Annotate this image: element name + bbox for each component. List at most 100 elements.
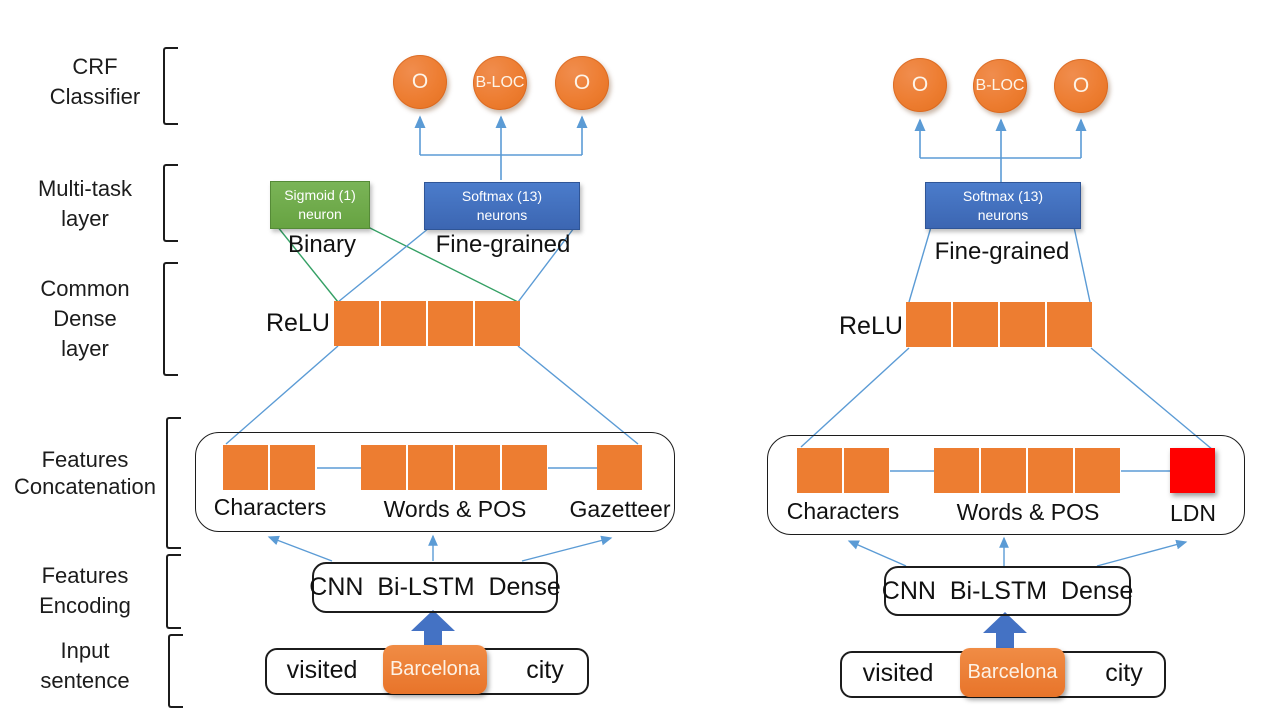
crf-output-circle: O bbox=[893, 58, 947, 112]
feature-cell bbox=[334, 301, 379, 346]
label-line: Concatenation bbox=[14, 474, 156, 499]
feature-cell bbox=[934, 448, 979, 493]
right-softmax-links bbox=[800, 226, 1214, 567]
fine-grained-task-label: Fine-grained bbox=[435, 231, 571, 258]
label-line: CRF bbox=[72, 54, 118, 79]
label-line: Features bbox=[41, 563, 129, 588]
encoder-box: CNN Bi-LSTM Dense bbox=[882, 566, 1133, 616]
bracket-input-sentence bbox=[168, 634, 183, 708]
feature-cell bbox=[381, 301, 426, 346]
box-line: neurons bbox=[476, 207, 528, 223]
feature-cell bbox=[953, 302, 998, 347]
feature-cell bbox=[408, 445, 453, 490]
relu-cell-row bbox=[334, 301, 520, 346]
feature-cell bbox=[223, 445, 268, 490]
binary-task-label: Binary bbox=[287, 231, 357, 258]
right-crf-connectors bbox=[914, 118, 1087, 182]
layer-label-multi-task: Multi-task layer bbox=[5, 174, 165, 234]
label-line: layer bbox=[61, 206, 109, 231]
crf-tag: O bbox=[411, 70, 429, 93]
bracket-crf bbox=[163, 47, 178, 125]
layer-label-common-dense: Common Dense layer bbox=[5, 274, 165, 364]
highlighted-word: Barcelona bbox=[383, 645, 487, 694]
encoder-box: CNN Bi-LSTM Dense bbox=[309, 562, 561, 613]
crf-tag: O bbox=[573, 71, 591, 94]
crf-output-circle: B-LOC bbox=[973, 59, 1027, 113]
left-crf-connectors bbox=[414, 115, 588, 180]
left-input-block-arrow bbox=[411, 610, 455, 649]
layer-label-crf-classifier: CRF Classifier bbox=[15, 52, 175, 112]
left-softmax-links bbox=[225, 227, 639, 562]
feature-cell bbox=[1000, 302, 1045, 347]
feature-cell bbox=[1075, 448, 1120, 493]
box-line: neuron bbox=[298, 206, 342, 222]
feature-cell bbox=[597, 445, 642, 490]
right-input-block-arrow bbox=[983, 612, 1027, 651]
feature-cell bbox=[270, 445, 315, 490]
crf-output-circle: B-LOC bbox=[473, 56, 527, 110]
label-line: layer bbox=[61, 336, 109, 361]
features-concat-box bbox=[767, 435, 1245, 535]
layer-label-features-encoding: Features Encoding bbox=[5, 561, 165, 621]
bracket-features-concatenation bbox=[166, 417, 181, 549]
relu-label: ReLU bbox=[839, 312, 903, 340]
relu-cell-row bbox=[906, 302, 1092, 347]
box-line: Softmax (13) bbox=[461, 188, 543, 204]
crf-output-circle: O bbox=[393, 55, 447, 109]
crf-tag: O bbox=[1072, 74, 1090, 97]
bracket-multi-task bbox=[163, 164, 178, 242]
characters-cells bbox=[223, 445, 315, 490]
crf-output-circle: O bbox=[1054, 59, 1108, 113]
label-line: Encoding bbox=[39, 593, 131, 618]
characters-label: Characters bbox=[213, 494, 327, 520]
left-sigmoid-links bbox=[276, 225, 519, 303]
gazetteer-label: Gazetteer bbox=[569, 496, 671, 522]
feature-cell bbox=[906, 302, 951, 347]
ldn-label: LDN bbox=[1169, 500, 1216, 526]
feature-cell bbox=[1047, 302, 1092, 347]
label-line: Common bbox=[40, 276, 130, 301]
layer-label-features-concatenation: Features Concatenation bbox=[5, 446, 165, 500]
relu-label: ReLU bbox=[266, 309, 330, 337]
words-pos-cells bbox=[361, 445, 547, 490]
crf-output-circle: O bbox=[555, 56, 609, 110]
feature-cell bbox=[1028, 448, 1073, 493]
words-pos-label: Words & POS bbox=[383, 496, 527, 522]
crf-tag: B-LOC bbox=[475, 74, 525, 91]
words-pos-cells bbox=[934, 448, 1120, 493]
crf-tag: O bbox=[911, 73, 929, 96]
label-line: Features bbox=[41, 447, 129, 472]
feature-cell bbox=[981, 448, 1026, 493]
ldn-cells bbox=[1170, 448, 1215, 493]
gazetteer-cells bbox=[597, 445, 642, 490]
sentence-word: city bbox=[526, 656, 564, 684]
box-line: neurons bbox=[977, 206, 1029, 223]
feature-cell bbox=[844, 448, 889, 493]
bracket-common-dense bbox=[163, 262, 178, 376]
layer-label-input-sentence: Input sentence bbox=[5, 636, 165, 696]
label-line: Classifier bbox=[49, 84, 141, 109]
bracket-features-encoding bbox=[166, 554, 181, 629]
highlighted-word: Barcelona bbox=[960, 648, 1065, 697]
label-line: Dense bbox=[53, 306, 117, 331]
box-line: Softmax (13) bbox=[962, 187, 1044, 204]
crf-tag: B-LOC bbox=[975, 77, 1025, 94]
box-line: Sigmoid (1) bbox=[284, 187, 356, 203]
sentence-word: city bbox=[1105, 659, 1143, 687]
softmax-neurons-box: Softmax (13) neurons bbox=[925, 182, 1081, 229]
sentence-word: visited bbox=[862, 659, 934, 687]
characters-cells bbox=[797, 448, 889, 493]
feature-cell bbox=[428, 301, 473, 346]
feature-cell bbox=[475, 301, 520, 346]
fine-grained-task-label: Fine-grained bbox=[934, 238, 1070, 265]
characters-label: Characters bbox=[786, 498, 900, 524]
feature-cell bbox=[1170, 448, 1215, 493]
feature-cell bbox=[797, 448, 842, 493]
sigmoid-neuron-box: Sigmoid (1) neuron bbox=[270, 181, 370, 229]
feature-cell bbox=[455, 445, 500, 490]
sentence-word: visited bbox=[286, 656, 358, 684]
label-line: sentence bbox=[40, 668, 130, 693]
features-concat-box bbox=[195, 432, 675, 532]
